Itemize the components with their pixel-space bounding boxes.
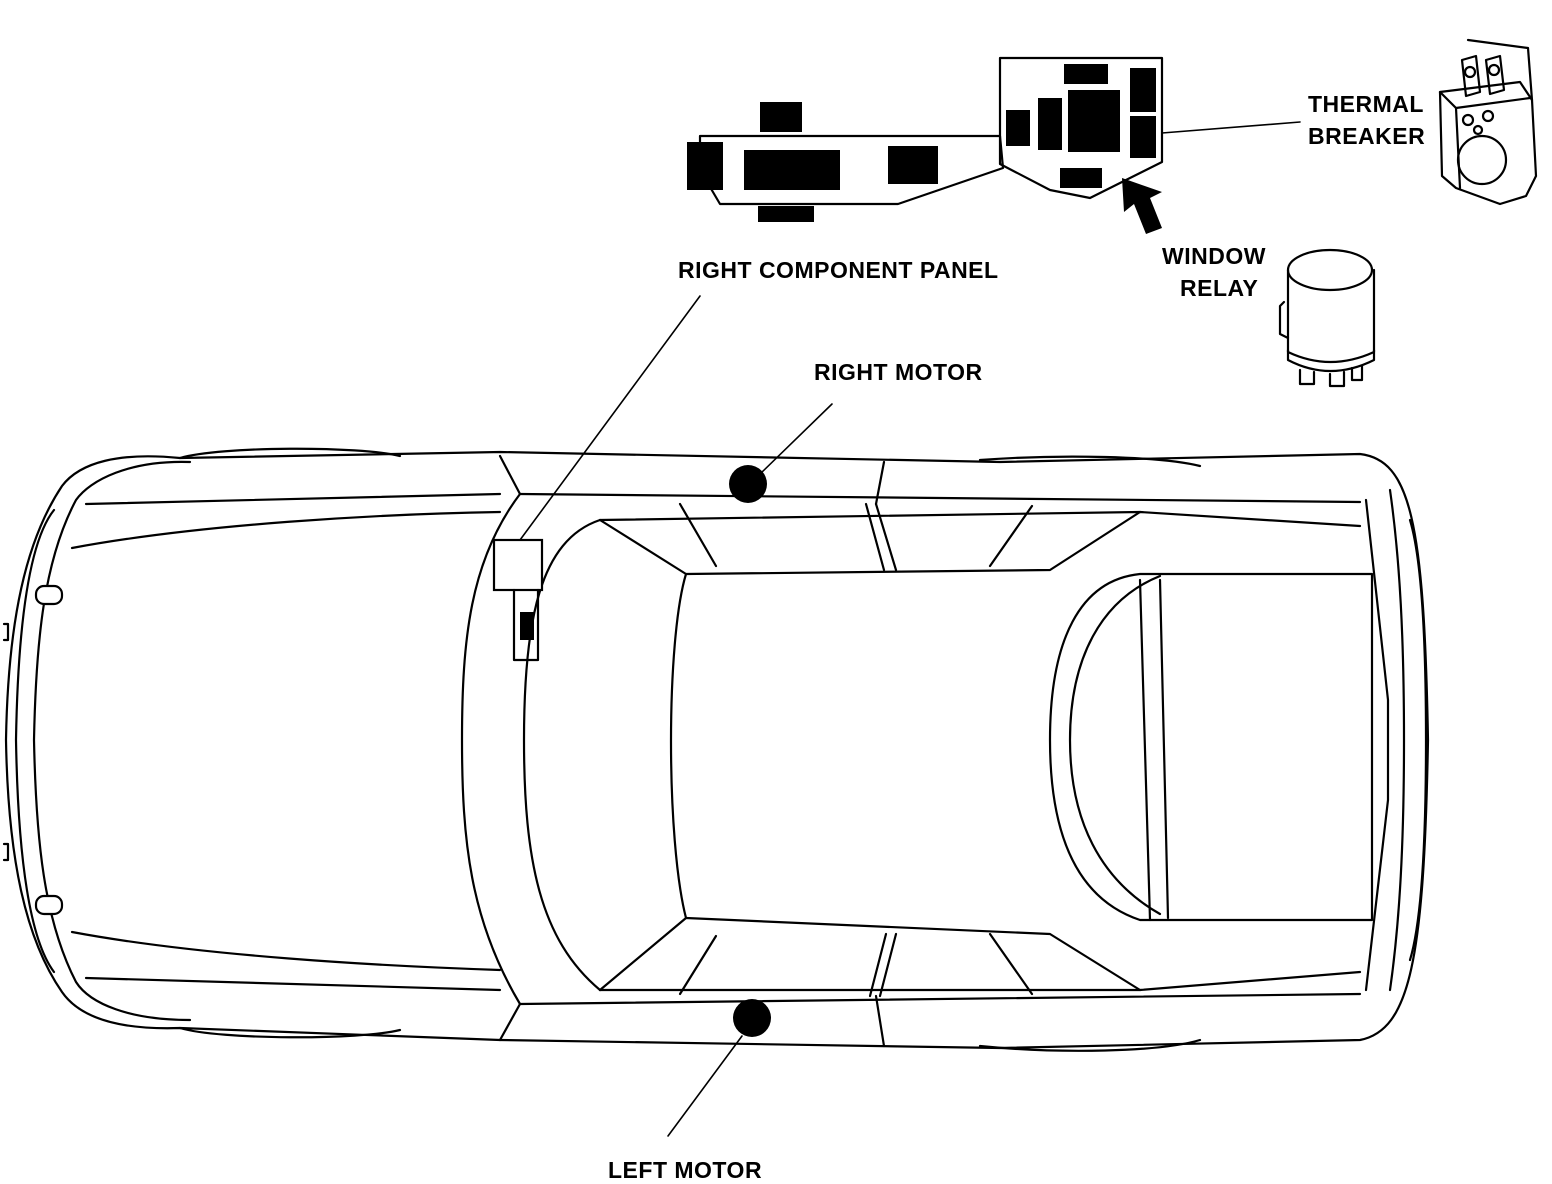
thermal-breaker-leader bbox=[1161, 121, 1301, 134]
window-relay-icon bbox=[1278, 248, 1376, 388]
right-component-panel-leader bbox=[519, 295, 701, 541]
window-relay-label-line2: RELAY bbox=[1180, 275, 1258, 301]
vehicle-top-view bbox=[2, 447, 1430, 1052]
window-relay-label-line1: WINDOW bbox=[1162, 243, 1266, 269]
left-motor-leader bbox=[667, 1035, 743, 1137]
window-relay-pointer-arrow bbox=[1122, 178, 1162, 234]
right-component-panel-location bbox=[492, 538, 544, 662]
left-motor-marker bbox=[733, 999, 771, 1037]
thermal-breaker-label-line2: BREAKER bbox=[1308, 123, 1425, 149]
right-motor-label: RIGHT MOTOR bbox=[814, 359, 983, 385]
right-motor-marker bbox=[729, 465, 767, 503]
thermal-breaker-label-line1: THERMAL bbox=[1308, 91, 1424, 117]
component-panel-detail bbox=[687, 56, 1164, 222]
thermal-breaker-icon bbox=[1438, 38, 1538, 206]
right-component-panel-label: RIGHT COMPONENT PANEL bbox=[678, 257, 999, 283]
left-motor-label: LEFT MOTOR bbox=[608, 1157, 762, 1183]
right-motor-leader bbox=[759, 403, 833, 475]
